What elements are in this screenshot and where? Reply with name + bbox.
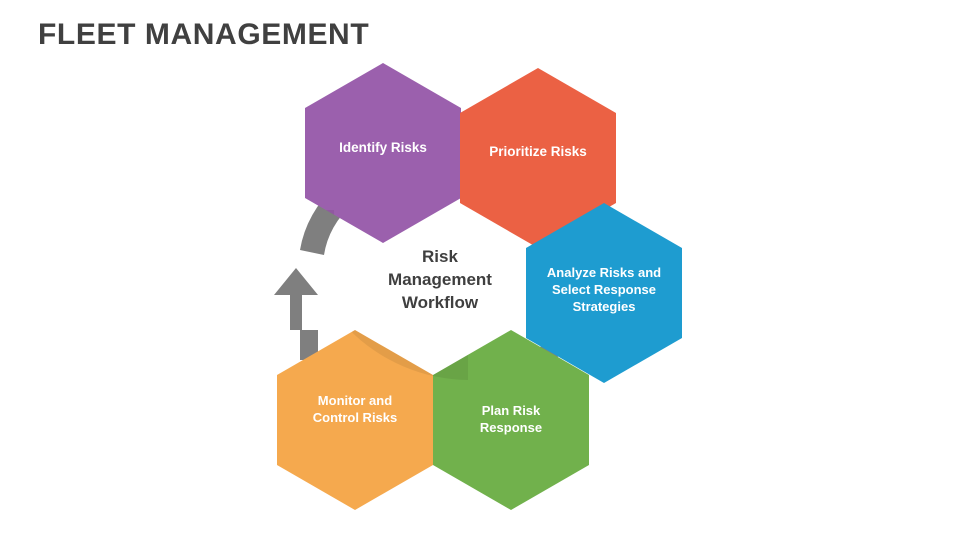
hex-shape-plan-risk-response[interactable]: [433, 330, 589, 510]
hex-label-monitor-control-risks-line1: Monitor and: [318, 393, 392, 408]
page-title: FLEET MANAGEMENT: [38, 18, 370, 51]
hex-step-analyze-risks[interactable]: Analyze Risks and Select Response Strate…: [300, 203, 682, 383]
hex-label-identify-risks: Identify Risks: [339, 140, 427, 155]
center-caption-line1: Risk: [422, 247, 458, 266]
hex-label-analyze-risks-line3: Strategies: [573, 299, 636, 314]
hex-label-analyze-risks-line2: Select Response: [552, 282, 656, 297]
cycle-arrow-tail: [300, 330, 318, 360]
hex-shape-prioritize-risks[interactable]: [460, 68, 616, 248]
diagram-center-caption: Risk Management Workflow: [388, 247, 492, 312]
center-caption-line2: Management: [388, 270, 492, 289]
hex-label-plan-risk-response-line1: Plan Risk: [482, 403, 541, 418]
hex-shape-analyze-risks[interactable]: [526, 203, 682, 383]
cycle-arrow-up: [274, 268, 318, 330]
hex-label-plan-risk-response-line2: Response: [480, 420, 542, 435]
hex-label-prioritize-risks: Prioritize Risks: [489, 144, 587, 159]
hex-shape-monitor-control-risks[interactable]: [277, 330, 433, 510]
hex-step-prioritize-risks[interactable]: Prioritize Risks: [300, 68, 616, 380]
hex-label-analyze-risks-line1: Analyze Risks and: [547, 265, 661, 280]
hex-shape-identify-risks[interactable]: [305, 63, 461, 243]
hex-label-monitor-control-risks-line2: Control Risks: [313, 410, 398, 425]
center-caption-line3: Workflow: [402, 293, 479, 312]
